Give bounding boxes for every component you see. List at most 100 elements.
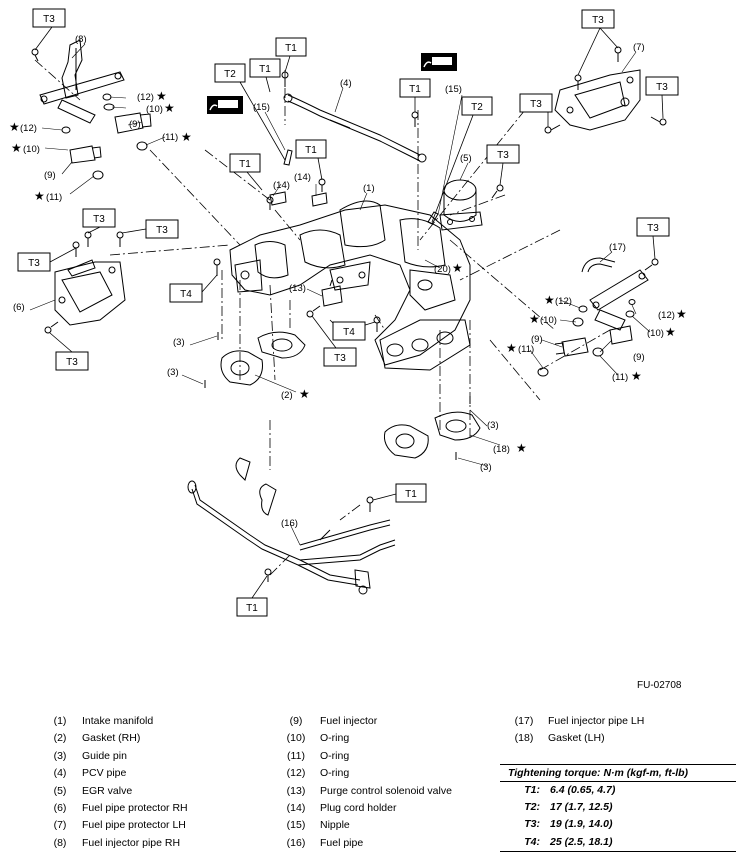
tag-t3: T3 xyxy=(323,347,357,367)
svg-text:(14): (14) xyxy=(294,172,311,183)
svg-text:★: ★ xyxy=(529,312,540,326)
tag-t4: T4 xyxy=(332,321,366,341)
figure-id: FU-02708 xyxy=(637,680,682,691)
svg-text:T3: T3 xyxy=(497,150,509,161)
fuel-injector-pipe-rh xyxy=(39,39,125,124)
svg-text:(3): (3) xyxy=(173,337,185,348)
svg-text:T3: T3 xyxy=(530,99,542,110)
tag-t2: T2 xyxy=(214,63,246,83)
fuel-injector-rh xyxy=(61,93,152,180)
legend-item: (13)Purge control solenoid valve xyxy=(286,784,452,797)
svg-text:T1: T1 xyxy=(305,145,317,156)
svg-text:T3: T3 xyxy=(156,225,168,236)
svg-text:★: ★ xyxy=(164,101,175,115)
svg-text:★: ★ xyxy=(156,89,167,103)
svg-text:★: ★ xyxy=(181,130,192,144)
tag-t3: T3 xyxy=(636,217,670,237)
legend-item: (18)Gasket (LH) xyxy=(514,732,605,745)
legend-item: (14)Plug cord holder xyxy=(286,802,397,815)
svg-text:★: ★ xyxy=(9,120,20,134)
legend-item: (8)Fuel injector pipe RH xyxy=(53,836,181,849)
svg-text:(11): (11) xyxy=(518,344,534,355)
callout-leaders xyxy=(29,43,651,546)
svg-text:★: ★ xyxy=(34,189,45,203)
svg-text:(2): (2) xyxy=(281,390,293,401)
torque-row: T4:25 (2.5, 18.1) xyxy=(524,835,613,848)
svg-text:★: ★ xyxy=(506,341,517,355)
svg-text:T3: T3 xyxy=(28,258,40,269)
torque-row: T2:17 (1.7, 12.5) xyxy=(524,801,613,814)
tag-t3: T3 xyxy=(645,76,679,96)
legend-item: (15)Nipple xyxy=(286,819,350,832)
fuel-pipe-protector-rh xyxy=(54,259,126,326)
gasket-rh xyxy=(220,331,306,386)
svg-text:T3: T3 xyxy=(43,14,55,25)
svg-text:T2: T2 xyxy=(224,69,236,80)
svg-text:(10): (10) xyxy=(146,104,163,115)
tag-t3: T3 xyxy=(55,351,89,371)
svg-text:T1: T1 xyxy=(405,489,417,500)
tag-t1: T1 xyxy=(236,597,268,617)
legend-item: (6)Fuel pipe protector RH xyxy=(53,802,188,815)
svg-text:(7): (7) xyxy=(633,42,645,53)
svg-text:T3: T3 xyxy=(592,15,604,26)
svg-text:(15): (15) xyxy=(253,102,270,113)
svg-text:T2: T2 xyxy=(471,102,483,113)
legend-item: (1)Intake manifold xyxy=(53,715,154,727)
tag-t1: T1 xyxy=(275,37,307,57)
tag-t3: T3 xyxy=(581,9,615,29)
tag-t1: T1 xyxy=(229,153,261,173)
svg-text:(4): (4) xyxy=(340,78,352,89)
svg-text:T1: T1 xyxy=(239,159,251,170)
svg-text:(10): (10) xyxy=(540,315,557,326)
purge-control-solenoid-valve xyxy=(321,279,343,307)
service-tool-icon xyxy=(207,96,243,114)
svg-text:(15): (15) xyxy=(445,84,462,95)
svg-text:(12): (12) xyxy=(555,296,572,307)
svg-text:(9): (9) xyxy=(44,170,56,181)
svg-text:★: ★ xyxy=(544,293,555,307)
exploded-diagram: T3 T1 T1 T2 T1 T2 T3 T3 T3 T3 T1 T1 T3 T… xyxy=(9,8,687,617)
svg-text:(10): (10) xyxy=(23,144,40,155)
svg-text:(12): (12) xyxy=(658,310,675,321)
guide-pins xyxy=(204,332,471,460)
legend-item: (4)PCV pipe xyxy=(53,767,127,780)
svg-text:(8): (8) xyxy=(75,34,87,45)
svg-text:★: ★ xyxy=(631,369,642,383)
svg-text:★: ★ xyxy=(665,325,676,339)
svg-text:(11): (11) xyxy=(612,372,628,383)
svg-text:T1: T1 xyxy=(409,84,421,95)
legend-column-2: (9)Fuel injector (10)O-ring (11)O-ring (… xyxy=(276,713,452,852)
svg-text:(3): (3) xyxy=(480,462,492,473)
svg-text:T3: T3 xyxy=(334,353,346,364)
legend-column-3: (17)Fuel injector pipe LH (18)Gasket (LH… xyxy=(504,713,645,748)
svg-text:(11): (11) xyxy=(46,192,62,203)
tag-t1: T1 xyxy=(295,139,327,159)
svg-text:(5): (5) xyxy=(460,153,472,164)
legend-item: (16)Fuel pipe xyxy=(286,836,364,849)
legend-item: (10)O-ring xyxy=(286,732,350,745)
svg-text:(14): (14) xyxy=(273,180,290,191)
svg-text:(18): (18) xyxy=(493,444,510,455)
legend-item: (7)Fuel pipe protector LH xyxy=(53,819,186,832)
fuel-pipe xyxy=(187,457,396,595)
fuel-pipe-protector-lh xyxy=(554,69,641,131)
tag-t1: T1 xyxy=(249,58,281,78)
legend-item: (5)EGR valve xyxy=(53,784,133,797)
svg-text:★: ★ xyxy=(11,141,22,155)
egr-valve xyxy=(439,179,483,231)
svg-text:(3): (3) xyxy=(167,367,179,378)
svg-text:★: ★ xyxy=(516,441,527,455)
svg-text:(12): (12) xyxy=(137,92,154,103)
intake-manifold xyxy=(229,200,471,371)
svg-text:(3): (3) xyxy=(487,420,499,431)
legend-item: (9)Fuel injector xyxy=(289,715,378,727)
svg-text:(16): (16) xyxy=(281,518,298,529)
alignment-lines xyxy=(34,59,611,576)
svg-text:(6): (6) xyxy=(13,302,25,313)
svg-text:T1: T1 xyxy=(259,64,271,75)
svg-text:(20): (20) xyxy=(434,264,451,275)
tag-t3: T3 xyxy=(519,93,553,113)
torque-table-title: Tightening torque: N·m (kgf-m, ft-lb) xyxy=(500,765,736,782)
torque-row: T3:19 (1.9, 14.0) xyxy=(524,818,613,831)
